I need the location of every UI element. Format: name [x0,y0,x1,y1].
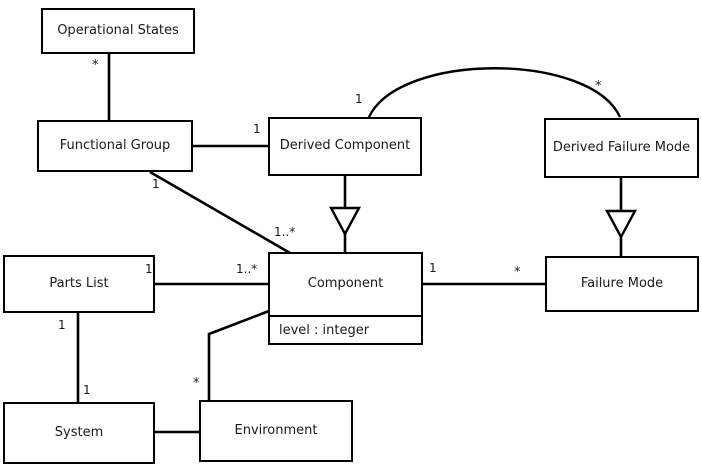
class-name-failure-mode: Failure Mode [580,275,664,291]
multiplicity-parts-list-component: 1 [145,262,153,276]
class-name-system: System [54,424,104,440]
class-name-component: Component [307,276,384,292]
multiplicity-component-parts-list: 1..* [236,262,258,276]
multiplicity-derived-component-arc: 1 [355,92,363,106]
generalization-triangle-component [328,206,362,237]
multiplicity-system-parts-list: 1 [83,383,91,397]
multiplicity-failure-mode-component: * [514,265,521,280]
edge-environment-component-diagonal [208,309,270,336]
class-environment[interactable]: Environment [199,400,353,462]
class-name-functional-group: Functional Group [59,137,171,153]
class-system[interactable]: System [3,402,155,464]
multiplicity-parts-list-system: 1 [58,318,66,332]
class-attribute-component-level: level : integer [270,315,421,343]
multiplicity-component-functional-group: 1..* [274,225,296,239]
multiplicity-environment-component: * [193,376,200,391]
class-operational-states[interactable]: Operational States [41,8,195,54]
generalization-triangle-failure-mode [604,209,638,240]
class-failure-mode[interactable]: Failure Mode [545,256,699,312]
class-component[interactable]: Component level : integer [268,252,423,345]
multiplicity-derived-failure-mode-arc: * [595,79,602,94]
class-name-derived-component: Derived Component [279,138,411,154]
class-parts-list[interactable]: Parts List [3,255,155,313]
class-derived-component[interactable]: Derived Component [268,117,422,176]
multiplicity-functional-group-component: 1 [152,177,160,191]
edge-derived-component-derived-failure-mode-arc [367,67,622,118]
edge-functional-group-component [149,170,291,255]
multiplicity-component-failure-mode: 1 [429,261,437,275]
class-name-operational-states: Operational States [57,22,179,38]
multiplicity-operational-states-functional-group: * [92,58,99,73]
class-functional-group[interactable]: Functional Group [37,120,193,172]
class-name-derived-failure-mode: Derived Failure Mode [552,139,691,155]
class-name-parts-list: Parts List [49,275,109,291]
multiplicity-functional-group-derived-component: 1 [253,122,261,136]
class-derived-failure-mode[interactable]: Derived Failure Mode [544,118,699,178]
class-name-environment: Environment [234,422,318,438]
